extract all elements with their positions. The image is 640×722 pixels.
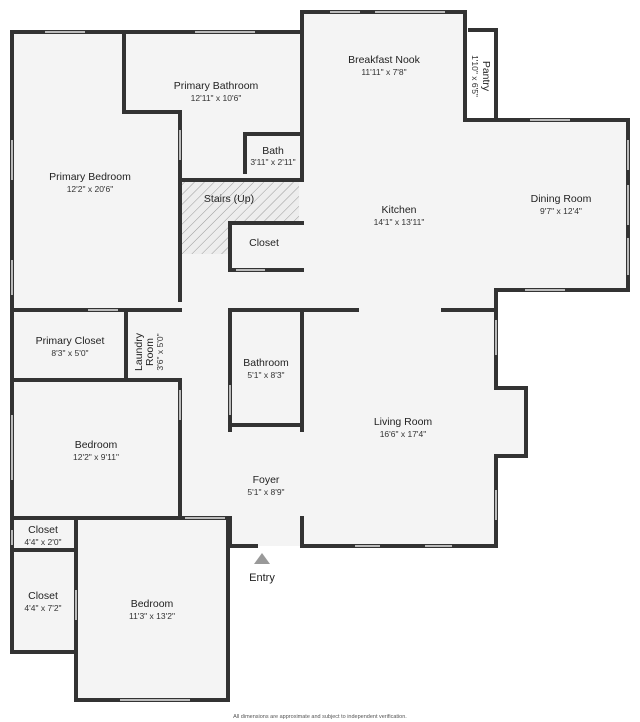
room-dims-kitchen: 14'1" x 13'11" bbox=[374, 217, 425, 227]
room-dims-primary-bathroom: 12'11" x 10'6" bbox=[191, 93, 242, 103]
floor-area bbox=[12, 12, 628, 700]
pantry-label: Pantry 1'10" x 6'5" bbox=[470, 55, 492, 97]
room-name-closet-upper: Closet bbox=[249, 237, 279, 249]
room-dims-breakfast-nook: 11'11" x 7'8" bbox=[361, 67, 406, 77]
disclaimer-text: All dimensions are approximate and subje… bbox=[233, 714, 407, 720]
room-dims-bath: 3'11" x 2'11" bbox=[250, 157, 295, 167]
room-dims-dining-room: 9'7" x 12'4" bbox=[540, 206, 582, 216]
room-name-bedroom-mid: Bedroom bbox=[75, 439, 118, 451]
room-name-dining-room: Dining Room bbox=[531, 193, 592, 205]
entry-arrow-icon[interactable] bbox=[254, 553, 270, 564]
room-dims-laundry-room: 3'6" x 5'0" bbox=[155, 333, 165, 370]
room-name-living-room: Living Room bbox=[374, 416, 433, 428]
room-name-primary-bedroom: Primary Bedroom bbox=[49, 171, 131, 183]
windows bbox=[11, 11, 629, 701]
room-name-pantry: Pantry bbox=[480, 61, 492, 92]
room-dims-primary-closet: 8'3" x 5'0" bbox=[51, 348, 88, 358]
room-name-stairs: Stairs (Up) bbox=[204, 193, 254, 205]
room-dims-closet-b: 4'4" x 7'2" bbox=[24, 603, 61, 613]
room-dims-primary-bedroom: 12'2" x 20'6" bbox=[67, 184, 114, 194]
room-dims-bathroom: 5'1" x 8'3" bbox=[247, 370, 284, 380]
room-name-kitchen: Kitchen bbox=[381, 204, 416, 216]
laundry-room-label: Laundry Room 3'6" x 5'0" bbox=[133, 332, 165, 371]
room-dims-bedroom-mid: 12'2" x 9'11" bbox=[73, 452, 119, 462]
room-dims-foyer: 5'1" x 8'9" bbox=[247, 487, 284, 497]
room-name-bath: Bath bbox=[262, 145, 284, 157]
room-dims-living-room: 16'6" x 17'4" bbox=[380, 429, 427, 439]
room-name-foyer: Foyer bbox=[253, 474, 280, 486]
room-name-closet-b: Closet bbox=[28, 590, 58, 602]
stairs-gap bbox=[228, 221, 302, 271]
room-name-breakfast-nook: Breakfast Nook bbox=[348, 54, 421, 66]
room-name-closet-a: Closet bbox=[28, 524, 58, 536]
entry-label: Entry bbox=[249, 572, 275, 584]
room-dims-closet-a: 4'4" x 2'0" bbox=[24, 537, 61, 547]
room-dims-bedroom-low: 11'3" x 13'2" bbox=[129, 611, 175, 621]
room-name-laundry-line1: Laundry bbox=[133, 332, 145, 371]
room-dims-pantry: 1'10" x 6'5" bbox=[470, 55, 480, 97]
room-name-primary-bathroom: Primary Bathroom bbox=[174, 80, 259, 92]
room-name-bathroom: Bathroom bbox=[243, 357, 289, 369]
room-name-laundry-line2: Room bbox=[144, 338, 156, 366]
room-name-bedroom-low: Bedroom bbox=[131, 598, 174, 610]
room-name-primary-closet: Primary Closet bbox=[36, 335, 105, 347]
